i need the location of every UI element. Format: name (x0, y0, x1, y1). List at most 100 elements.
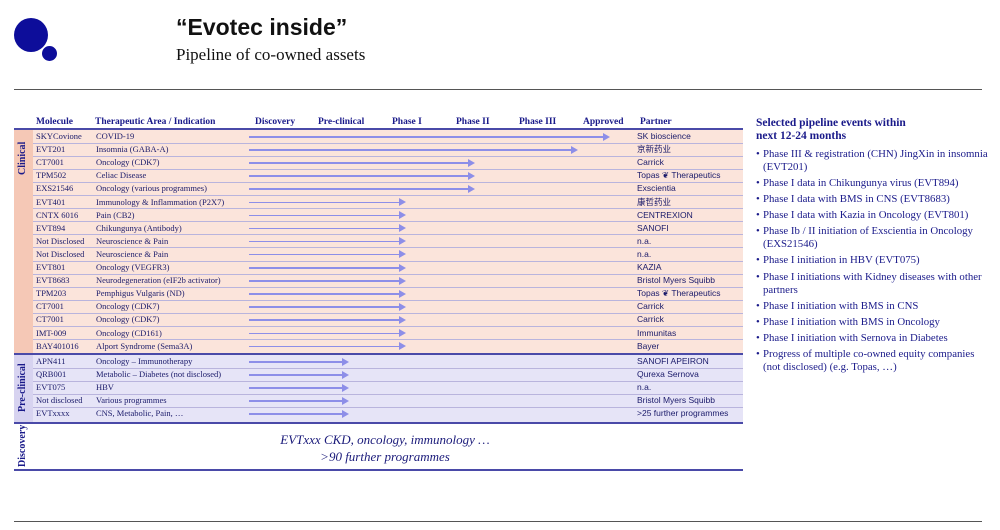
therapeutic-area: Oncology (CD161) (96, 327, 162, 338)
therapeutic-area: Neuroscience & Pain (96, 235, 169, 246)
stage-arrow (249, 329, 406, 336)
stage-arrow (249, 316, 406, 323)
clinical-side-band (14, 130, 33, 353)
row-separator (33, 339, 743, 341)
row-separator (33, 286, 743, 288)
molecule-name: Not Disclosed (36, 248, 85, 259)
events-title-line-1: Selected pipeline events within (756, 117, 906, 129)
row-separator (33, 312, 743, 314)
partner-name: CENTREXION (637, 209, 693, 220)
preclinical-side-band (14, 354, 33, 422)
therapeutic-area: CNS, Metabolic, Pain, … (96, 408, 184, 419)
molecule-name: EVT894 (36, 222, 66, 233)
col-approved: Approved (583, 117, 624, 127)
top-divider (14, 89, 982, 90)
molecule-name: EVT8683 (36, 275, 70, 286)
event-item: Progress of multiple co-owned equity com… (756, 348, 992, 374)
partner-name: >25 further programmes (637, 408, 729, 419)
partner-name: n.a. (637, 235, 652, 246)
stage-arrow (249, 358, 349, 365)
therapeutic-area: Various programmes (96, 395, 167, 406)
therapeutic-area: Oncology (various programmes) (96, 183, 207, 194)
partner-name: SK bioscience (637, 131, 691, 141)
page-title: “Evotec inside” (176, 14, 348, 40)
pipeline-row: EXS21546 Oncology (various programmes) Exs… (33, 182, 743, 195)
section-label-discovery: Discovery (17, 424, 28, 467)
preclinical-band (14, 354, 743, 422)
stage-arrow (249, 146, 578, 153)
event-item: Phase I initiation with BMS in CNS (756, 300, 992, 313)
partner-name: Exscientia (637, 183, 676, 194)
stage-arrow (249, 397, 349, 404)
molecule-name: CT7001 (36, 301, 64, 312)
molecule-name: CNTX 6016 (36, 209, 79, 220)
discovery-line-1: EVTxxx CKD, oncology, immunology … (280, 432, 490, 447)
partner-name: Bristol Myers Squibb (637, 275, 715, 286)
stage-arrow (249, 371, 349, 378)
table-bottom-rule (14, 469, 743, 471)
col-phase3: Phase III (519, 117, 557, 127)
partner-name: Carrick (637, 314, 664, 325)
events-panel-title: Selected pipeline events within next 12-… (756, 117, 906, 143)
molecule-name: EVTxxxx (36, 408, 70, 419)
stage-arrow (249, 238, 406, 245)
molecule-name: EVT075 (36, 382, 66, 393)
row-separator (33, 380, 743, 382)
stage-arrow (249, 133, 610, 140)
molecule-name: TPM203 (36, 288, 67, 299)
row-separator (33, 273, 743, 275)
row-separator (33, 299, 743, 301)
event-item: Phase III & registration (CHN) JingXin i… (756, 148, 992, 174)
col-phase2: Phase II (456, 117, 490, 127)
molecule-name: CT7001 (36, 157, 64, 168)
events-list: Phase III & registration (CHN) JingXin i… (756, 148, 992, 377)
stage-arrow (249, 198, 406, 205)
partner-name: SANOFI APEIRON (637, 356, 709, 366)
therapeutic-area: Neuroscience & Pain (96, 248, 169, 259)
therapeutic-area: Neurodegeneration (eIF2b activator) (96, 275, 221, 286)
row-separator (33, 247, 743, 249)
stage-arrow (249, 290, 406, 297)
preclinical-discovery-rule (14, 422, 743, 424)
partner-name: Bristol Myers Squibb (637, 395, 715, 406)
stage-arrow (249, 342, 406, 349)
pipeline-row: EVT8683 Neurodegeneration (eIF2b activato… (33, 274, 743, 287)
stage-arrow (249, 410, 349, 417)
molecule-name: EXS21546 (36, 183, 74, 194)
partner-name: Qurexa Sernova (637, 369, 699, 380)
therapeutic-area: Oncology (CDK7) (96, 157, 160, 168)
pipeline-row: CNTX 6016 Pain (CB2) CENTREXION (33, 209, 743, 222)
partner-name: Bayer (637, 340, 660, 351)
partner-name: n.a. (637, 382, 652, 393)
discovery-band (14, 424, 743, 470)
row-separator (33, 142, 743, 144)
therapeutic-area: Oncology – Immunotherapy (96, 356, 193, 366)
event-item: Phase Ib / II initiation of Exscientia i… (756, 225, 992, 251)
col-phase1: Phase I (392, 117, 422, 127)
row-separator (33, 168, 743, 170)
event-item: Phase I initiations with Kidney diseases… (756, 271, 992, 297)
row-separator (33, 260, 743, 262)
stage-arrow (249, 185, 475, 192)
row-separator (33, 155, 743, 157)
therapeutic-area: Oncology (CDK7) (96, 314, 160, 325)
clinical-preclinical-rule (14, 353, 743, 355)
partner-name: KAZIA (637, 262, 662, 272)
therapeutic-area: Pain (CB2) (96, 209, 135, 220)
evotec-logo-small-dot (42, 46, 57, 61)
therapeutic-area: Celiac Disease (96, 170, 147, 181)
partner-name: 康哲药业 (637, 196, 672, 207)
molecule-name: EVT401 (36, 196, 66, 207)
stage-arrow (249, 264, 406, 271)
evotec-logo-large-dot (14, 18, 48, 52)
molecule-name: QRB001 (36, 369, 67, 380)
